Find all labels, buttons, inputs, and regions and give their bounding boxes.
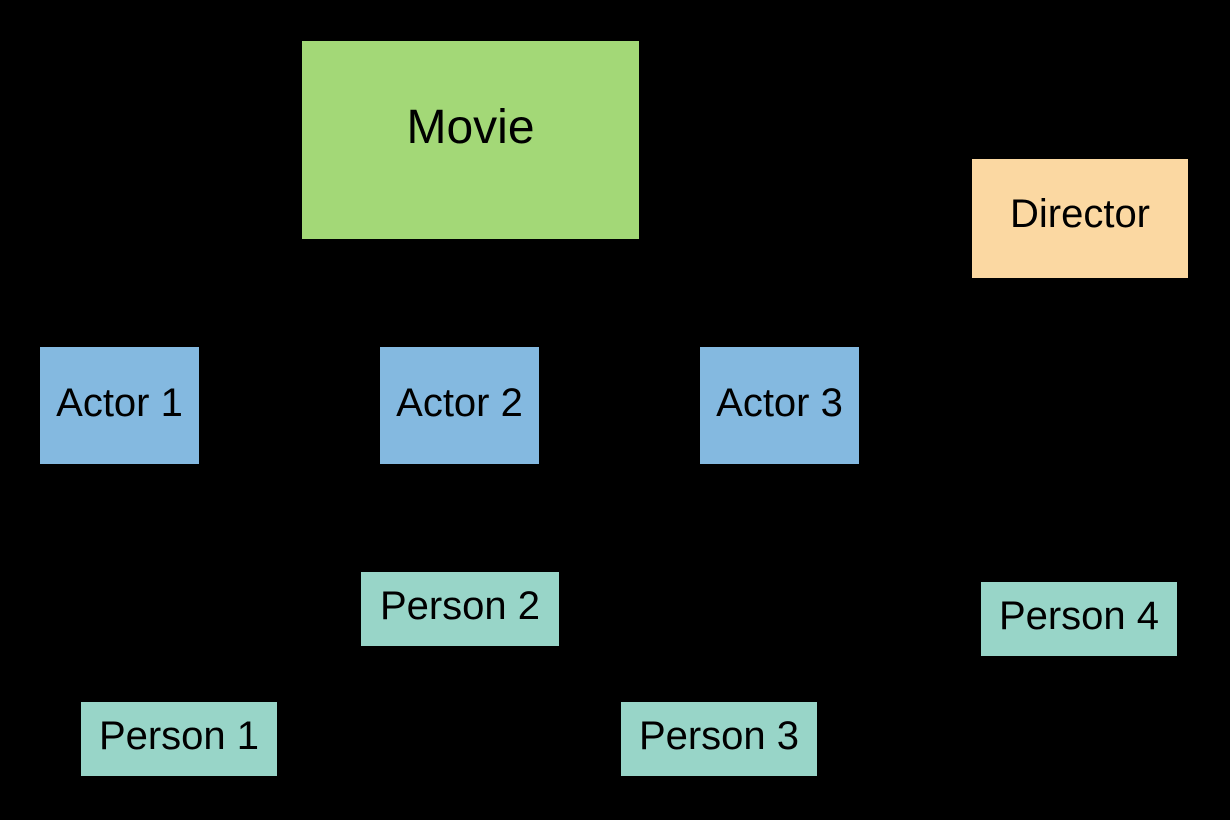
node-actor-1: Actor 1 — [40, 347, 199, 464]
node-actor-2: Actor 2 — [380, 347, 539, 464]
node-person-2: Person 2 — [361, 572, 559, 646]
node-actor-1-label: Actor 1 — [56, 380, 183, 425]
node-person-1: Person 1 — [81, 702, 277, 776]
node-person-4: Person 4 — [981, 582, 1177, 656]
node-actor-3: Actor 3 — [700, 347, 859, 464]
node-actor-2-label: Actor 2 — [396, 380, 523, 425]
node-director: Director — [972, 159, 1188, 278]
node-person-3: Person 3 — [621, 702, 817, 776]
node-actor-3-label: Actor 3 — [716, 380, 843, 425]
node-director-label: Director — [1009, 191, 1151, 236]
node-movie-label: Movie — [406, 101, 535, 154]
node-person-3-label: Person 3 — [638, 714, 800, 758]
node-movie: Movie — [302, 41, 639, 239]
node-person-4-label: Person 4 — [998, 594, 1160, 638]
node-person-2-label: Person 2 — [379, 584, 541, 628]
node-person-1-label: Person 1 — [98, 714, 260, 758]
